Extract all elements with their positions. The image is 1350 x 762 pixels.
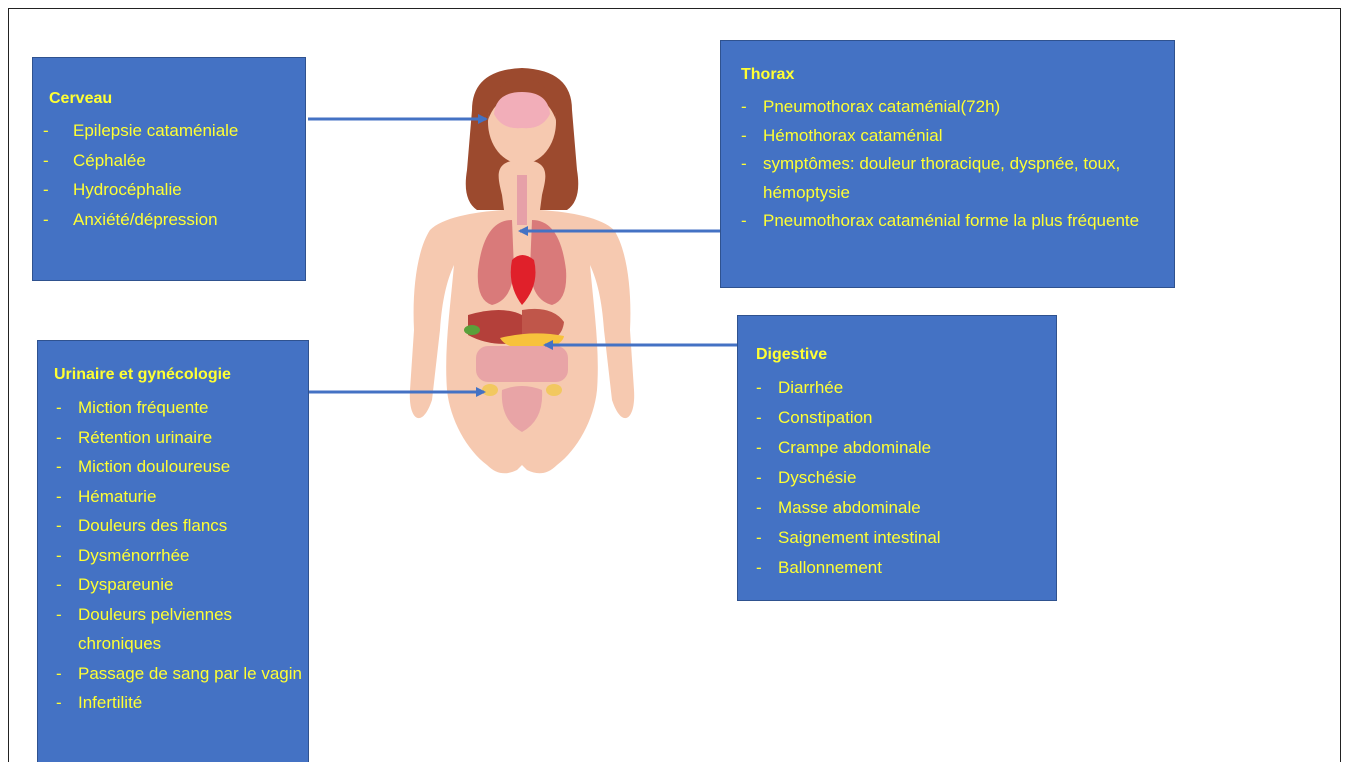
box-thorax: Thorax Pneumothorax cataménial(72h) Hémo…: [720, 40, 1175, 288]
box-digestive: Digestive Diarrhée Constipation Crampe a…: [737, 315, 1057, 601]
list-item: symptômes: douleur thoracique, dyspnée, …: [721, 150, 1174, 207]
symptom-list: Epilepsie cataméniale Céphalée Hydrocéph…: [33, 116, 305, 234]
list-item: Miction douloureuse: [38, 452, 308, 482]
box-title: Thorax: [741, 66, 794, 84]
list-item: Infertilité: [38, 688, 308, 718]
ovary-right: [546, 384, 562, 396]
box-urinaire-gynecologie: Urinaire et gynécologie Miction fréquent…: [37, 340, 309, 762]
symptom-list: Pneumothorax cataménial(72h) Hémothorax …: [721, 93, 1174, 236]
list-item: Saignement intestinal: [738, 523, 1056, 553]
list-item: Passage de sang par le vagin: [38, 659, 308, 689]
list-item: Douleurs des flancs: [38, 511, 308, 541]
box-title: Digestive: [756, 346, 827, 364]
list-item: Pneumothorax cataménial(72h): [721, 93, 1174, 122]
female-body-illustration: [372, 60, 672, 480]
symptom-list: Diarrhée Constipation Crampe abdominale …: [738, 373, 1056, 583]
list-item: Diarrhée: [738, 373, 1056, 403]
box-title: Cerveau: [49, 90, 112, 108]
trachea: [517, 175, 527, 225]
brain: [494, 92, 550, 128]
list-item: Masse abdominale: [738, 493, 1056, 523]
list-item: Hydrocéphalie: [33, 175, 305, 205]
ovary-left: [482, 384, 498, 396]
list-item: Dysménorrhée: [38, 541, 308, 571]
intestines: [476, 346, 568, 382]
symptom-list: Miction fréquente Rétention urinaire Mic…: [38, 393, 308, 718]
list-item: Ballonnement: [738, 553, 1056, 583]
box-cerveau: Cerveau Epilepsie cataméniale Céphalée H…: [32, 57, 306, 281]
list-item: Anxiété/dépression: [33, 205, 305, 235]
list-item: Miction fréquente: [38, 393, 308, 423]
list-item: Pneumothorax cataménial forme la plus fr…: [721, 207, 1174, 236]
list-item: Rétention urinaire: [38, 423, 308, 453]
box-title: Urinaire et gynécologie: [54, 366, 231, 384]
list-item: Constipation: [738, 403, 1056, 433]
list-item: Crampe abdominale: [738, 433, 1056, 463]
list-item: Douleurs pelviennes chroniques: [38, 600, 308, 659]
list-item: Hématurie: [38, 482, 308, 512]
gallbladder: [464, 325, 480, 335]
list-item: Dyspareunie: [38, 570, 308, 600]
list-item: Céphalée: [33, 146, 305, 176]
list-item: Epilepsie cataméniale: [33, 116, 305, 146]
list-item: Hémothorax cataménial: [721, 122, 1174, 151]
list-item: Dyschésie: [738, 463, 1056, 493]
